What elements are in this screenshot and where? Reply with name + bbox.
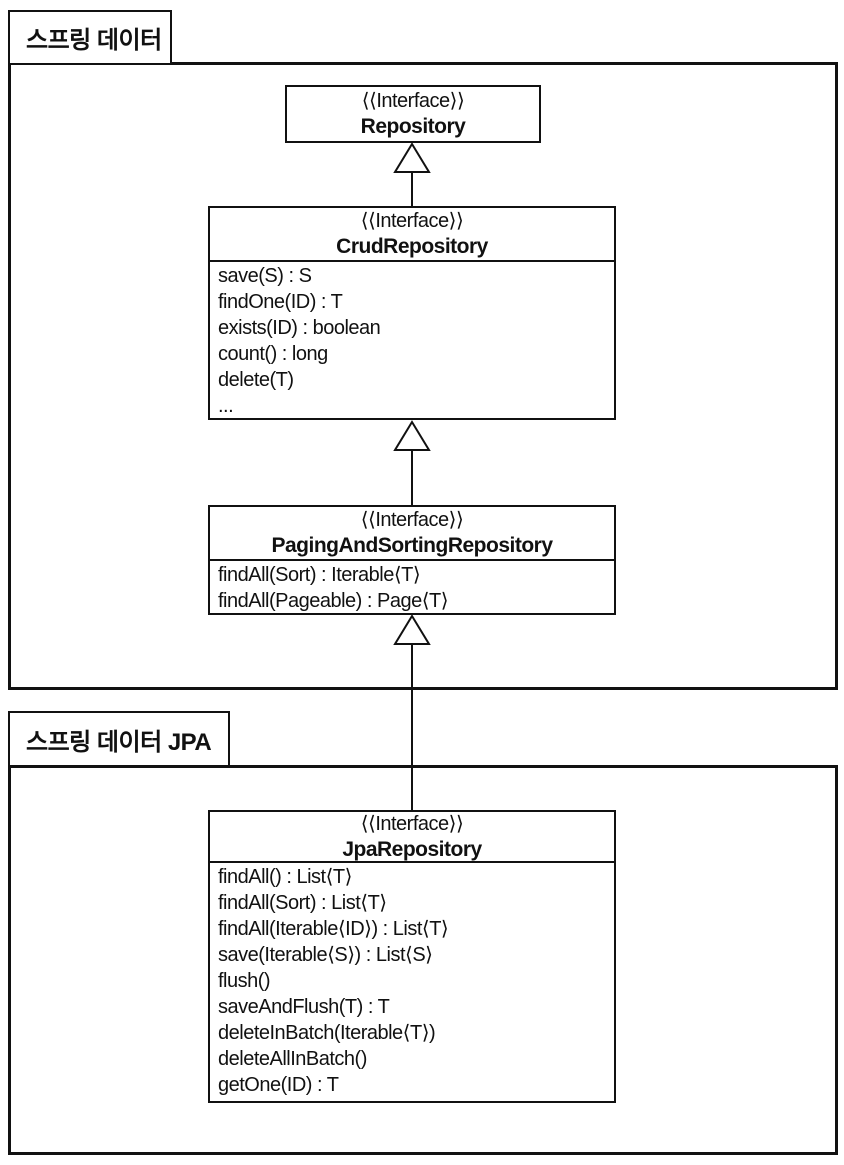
class-box-crud-repository: ⟨⟨Interface⟩⟩ CrudRepository save(S) : S… — [208, 206, 616, 420]
method-item: count() : long — [218, 343, 328, 365]
stereotype-label: ⟨⟨Interface⟩⟩ — [360, 509, 464, 531]
stereotype-label: ⟨⟨Interface⟩⟩ — [360, 812, 464, 835]
method-item-ellipsis: ... — [218, 395, 234, 417]
class-box-repository: ⟨⟨Interface⟩⟩ Repository — [285, 85, 541, 143]
method-item: deleteInBatch(Iterable⟨T⟩) — [218, 1022, 436, 1044]
class-name: CrudRepository — [336, 235, 488, 258]
class-name: PagingAndSortingRepository — [271, 534, 554, 557]
method-item: deleteAllInBatch() — [218, 1048, 367, 1070]
method-item: saveAndFlush(T) : T — [218, 996, 390, 1018]
method-item: findAll(Sort) : Iterable⟨T⟩ — [218, 564, 421, 586]
method-item: flush() — [218, 970, 271, 992]
method-list: findAll() : List⟨T⟩ findAll(Sort) : List… — [210, 863, 614, 1098]
package-label-spring-data: 스프링 데이터 — [8, 10, 172, 65]
method-item: save(Iterable⟨S⟩) : List⟨S⟩ — [218, 944, 433, 966]
class-box-jpa-repository: ⟨⟨Interface⟩⟩ JpaRepository findAll() : … — [208, 810, 616, 1103]
method-item: delete(T) — [218, 369, 294, 391]
class-header: ⟨⟨Interface⟩⟩ Repository — [287, 87, 539, 141]
class-box-paging-and-sorting-repository: ⟨⟨Interface⟩⟩ PagingAndSortingRepository… — [208, 505, 616, 615]
class-header: ⟨⟨Interface⟩⟩ JpaRepository — [210, 812, 614, 863]
method-list: save(S) : S findOne(ID) : T exists(ID) :… — [210, 262, 614, 419]
method-item: getOne(ID) : T — [218, 1074, 339, 1096]
class-name: Repository — [360, 115, 466, 138]
class-header: ⟨⟨Interface⟩⟩ CrudRepository — [210, 208, 614, 262]
method-item: findOne(ID) : T — [218, 291, 343, 313]
stereotype-label: ⟨⟨Interface⟩⟩ — [360, 210, 464, 232]
stereotype-label: ⟨⟨Interface⟩⟩ — [361, 90, 465, 112]
class-name: JpaRepository — [342, 837, 482, 861]
method-item: exists(ID) : boolean — [218, 317, 381, 339]
package-label-spring-data-jpa: 스프링 데이터 JPA — [8, 711, 230, 767]
method-list: findAll(Sort) : Iterable⟨T⟩ findAll(Page… — [210, 561, 614, 614]
method-item: save(S) : S — [218, 265, 312, 287]
method-item: findAll(Sort) : List⟨T⟩ — [218, 892, 387, 914]
class-header: ⟨⟨Interface⟩⟩ PagingAndSortingRepository — [210, 507, 614, 561]
method-item: findAll() : List⟨T⟩ — [218, 866, 352, 888]
method-item: findAll(Iterable⟨ID⟩) : List⟨T⟩ — [218, 918, 449, 940]
method-item: findAll(Pageable) : Page⟨T⟩ — [218, 590, 449, 612]
